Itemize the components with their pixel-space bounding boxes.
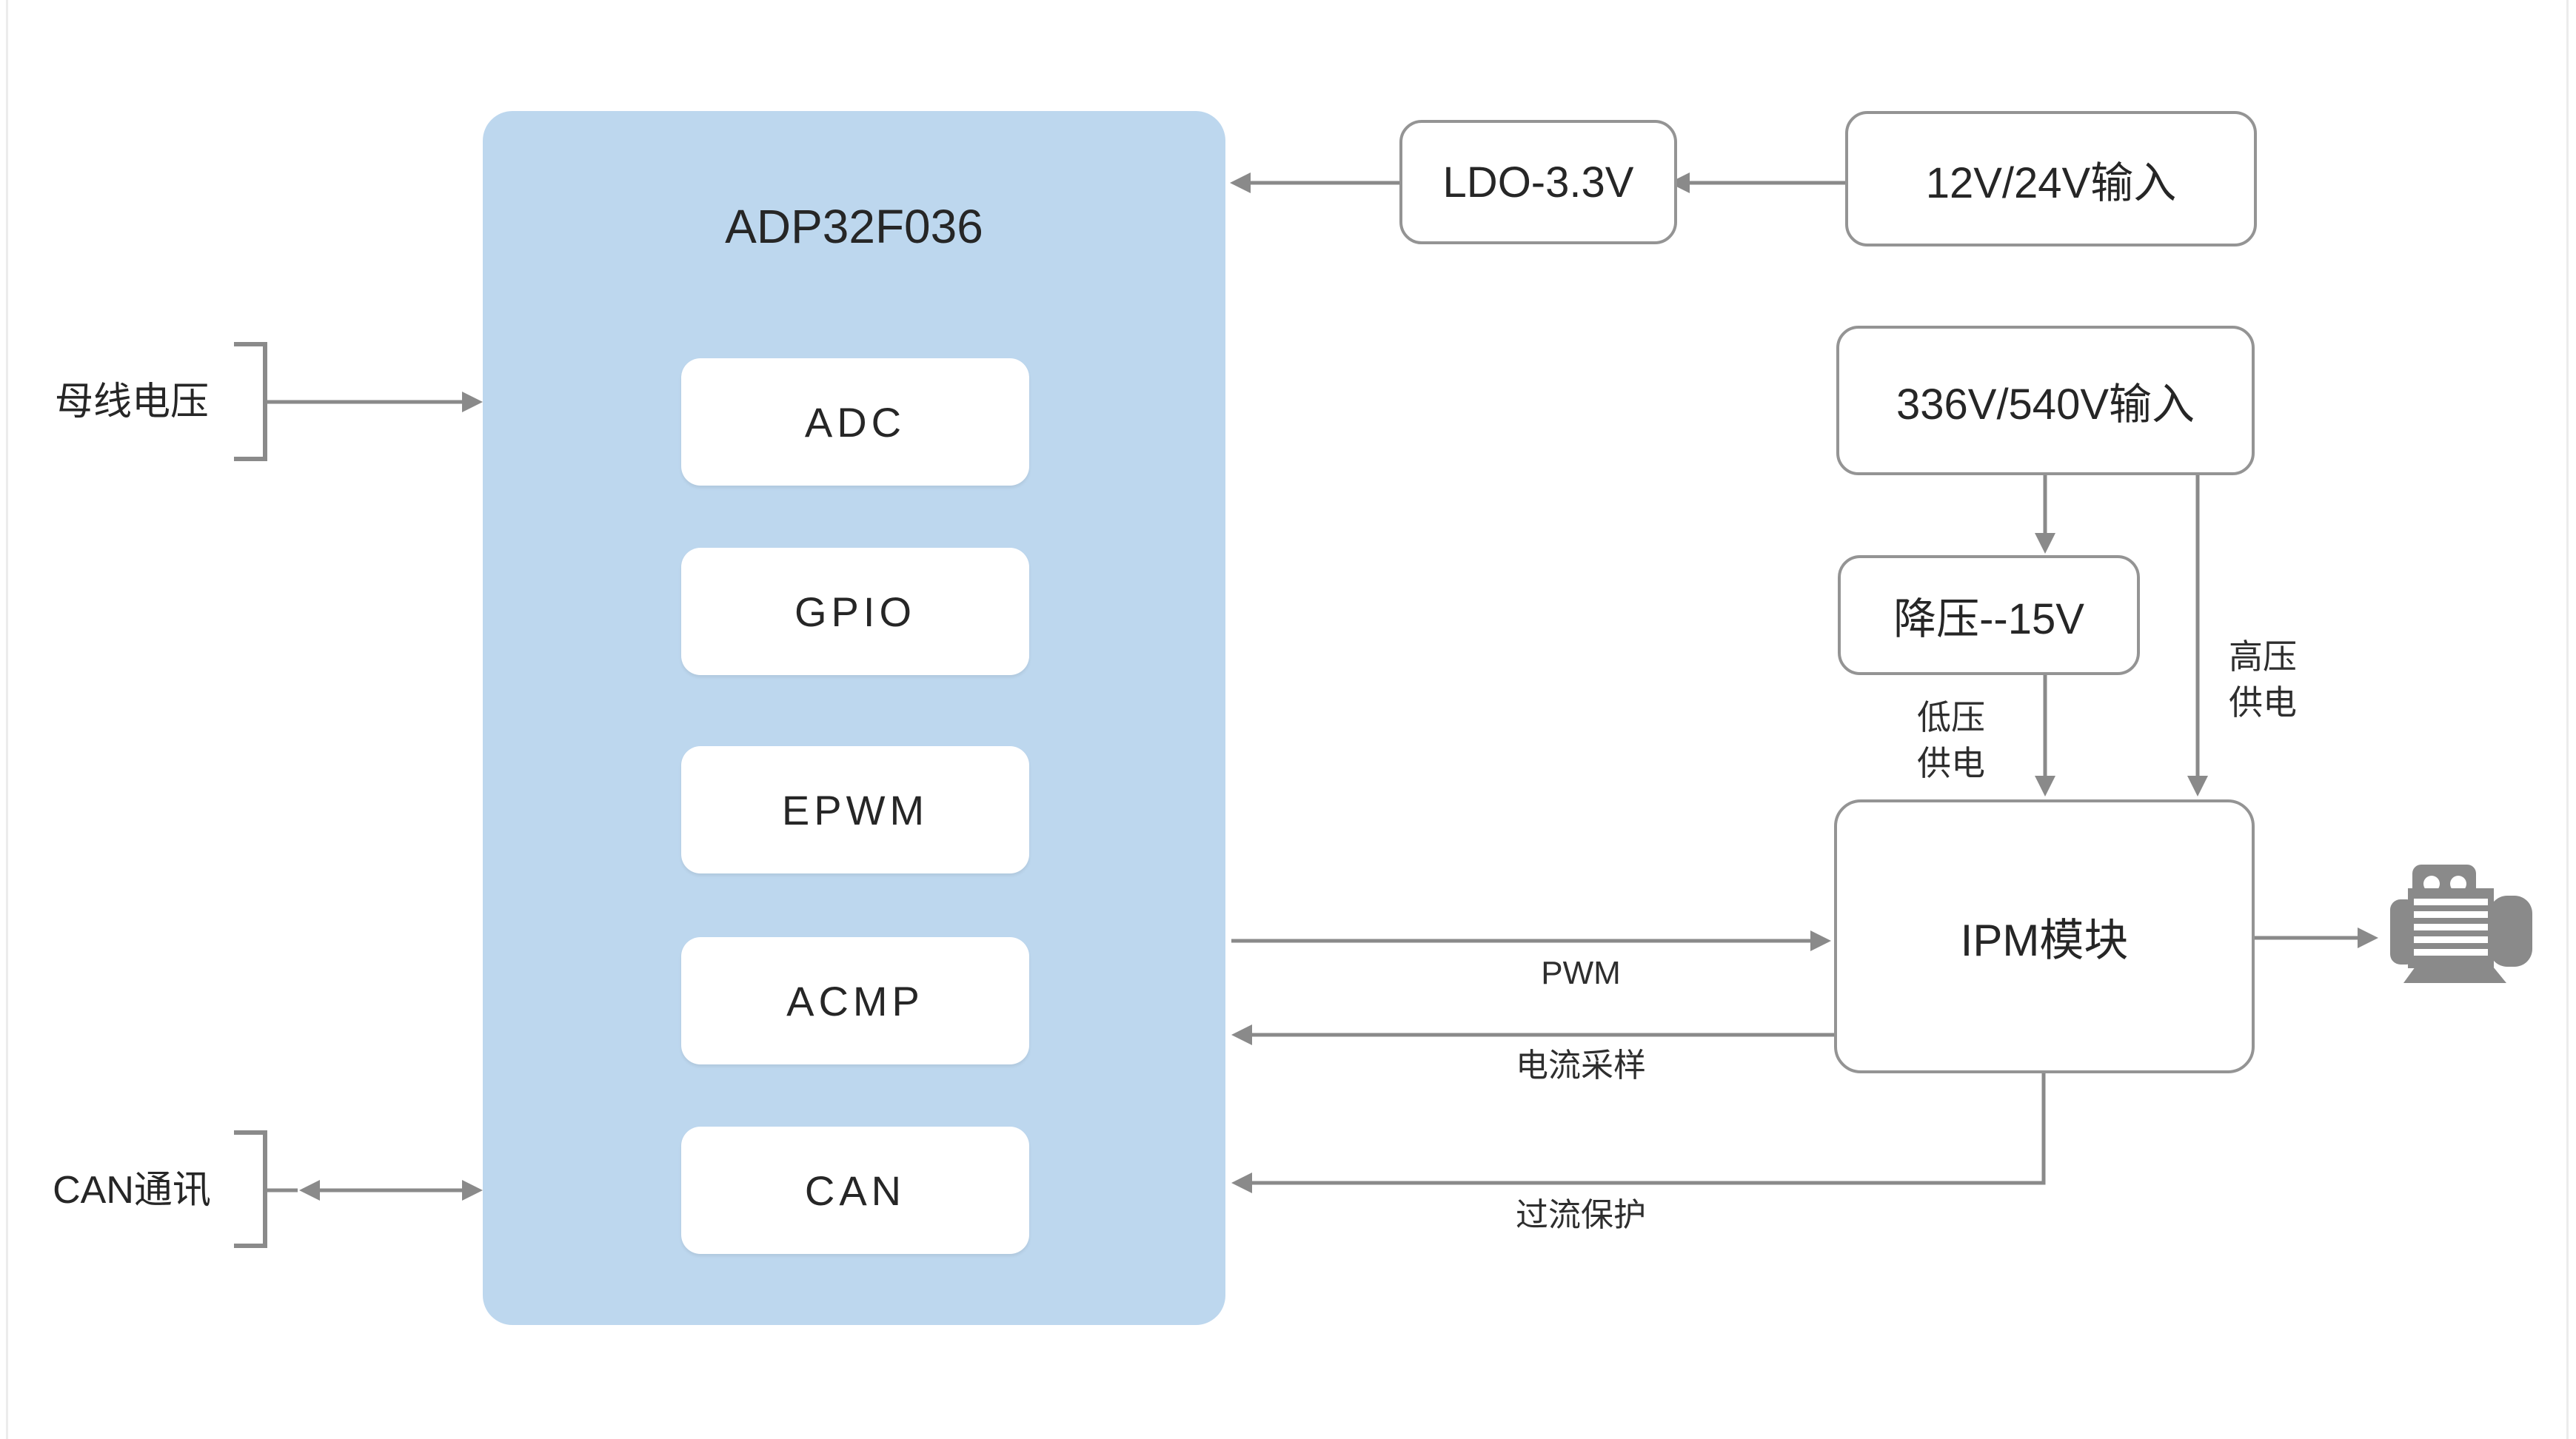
bus-voltage-bracket-arrow bbox=[234, 342, 483, 461]
peripheral-box-epwm: EPWM bbox=[681, 746, 1029, 873]
low-voltage-supply-line1: 低压 bbox=[1917, 698, 1985, 737]
current-sampling-label: 电流采样 bbox=[1516, 1047, 1646, 1084]
peripheral-box-adc: ADC bbox=[681, 358, 1029, 486]
buck-box: 降压--15V bbox=[1838, 555, 2140, 675]
input-336v-box: 336V/540V输入 bbox=[1836, 326, 2255, 475]
peripheral-box-can: CAN bbox=[681, 1127, 1029, 1254]
ldo-box: LDO-3.3V bbox=[1399, 120, 1677, 244]
can-bracket-arrow bbox=[234, 1130, 483, 1248]
high-voltage-supply-line1: 高压 bbox=[2229, 637, 2297, 676]
arrow-ipm-to-motor bbox=[2255, 928, 2378, 948]
high-voltage-supply-label: 高压 供电 bbox=[2204, 634, 2322, 725]
overcurrent-label: 过流保护 bbox=[1516, 1197, 1646, 1233]
input-12v-box: 12V/24V输入 bbox=[1845, 111, 2257, 246]
mcu-panel bbox=[483, 111, 1225, 1325]
can-comm-label: CAN通讯 bbox=[53, 1169, 211, 1212]
low-voltage-supply-label: 低压 供电 bbox=[1892, 694, 2010, 786]
arrow-overcurrent bbox=[1231, 1073, 2046, 1193]
arrow-336v-to-ipm-hv bbox=[2187, 475, 2208, 796]
ipm-box: IPM模块 bbox=[1834, 799, 2255, 1073]
mcu-title: ADP32F036 bbox=[725, 200, 983, 253]
peripheral-box-gpio: GPIO bbox=[681, 548, 1029, 675]
arrow-buck-to-ipm bbox=[2035, 675, 2055, 796]
arrow-12v-to-ldo bbox=[1669, 172, 1845, 193]
bus-voltage-label: 母线电压 bbox=[54, 380, 209, 423]
arrow-pwm bbox=[1231, 930, 1831, 951]
arrow-ldo-to-mcu bbox=[1230, 172, 1399, 193]
page-edge-left bbox=[6, 0, 8, 1439]
motor-icon bbox=[2390, 865, 2532, 983]
arrow-336v-to-buck bbox=[2035, 475, 2055, 554]
pwm-label: PWM bbox=[1541, 955, 1621, 991]
arrow-current-sampling bbox=[1231, 1024, 1834, 1045]
peripheral-box-acmp: ACMP bbox=[681, 937, 1029, 1064]
page-edge-right bbox=[2566, 0, 2569, 1439]
high-voltage-supply-line2: 供电 bbox=[2229, 683, 2297, 722]
low-voltage-supply-line2: 供电 bbox=[1917, 744, 1985, 782]
